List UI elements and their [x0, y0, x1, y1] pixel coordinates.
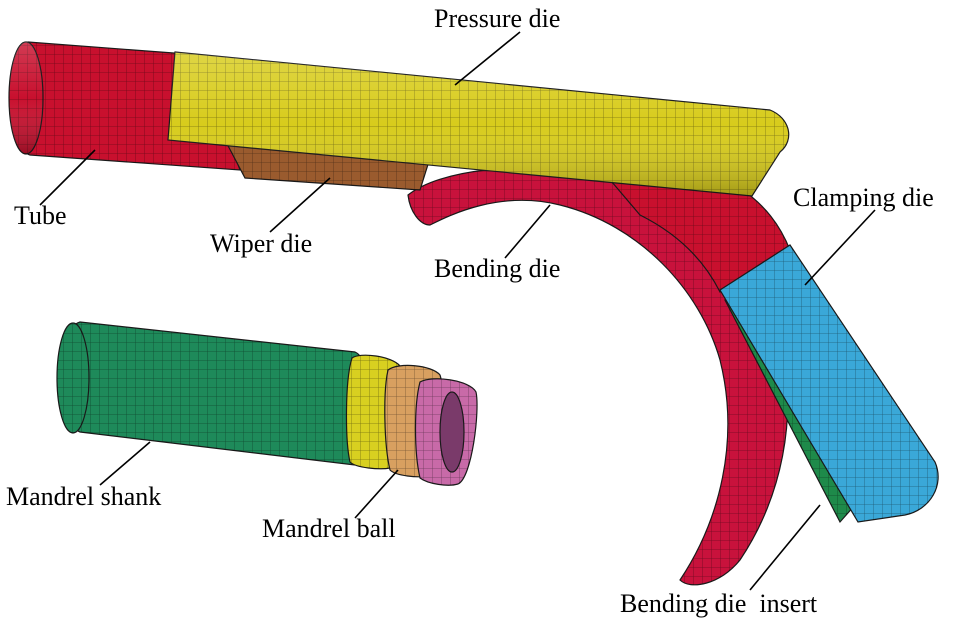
label-mandrel-ball: Mandrel ball: [262, 514, 396, 543]
leader-mandrel-ball: [354, 469, 399, 519]
label-wiper-die: Wiper die: [210, 229, 312, 258]
label-tube: Tube: [14, 201, 67, 230]
label-bending-die: Bending die: [434, 254, 560, 283]
part-labels: Pressure die Tube Wiper die Bending die …: [6, 4, 934, 618]
leader-wiper-die: [269, 177, 331, 233]
label-pressure-die: Pressure die: [434, 4, 560, 33]
wiper-die-part: [223, 139, 431, 191]
pressure-die-part: [167, 51, 790, 197]
label-clamping-die: Clamping die: [793, 183, 934, 212]
label-mandrel-shank: Mandrel shank: [6, 482, 161, 511]
leader-lines: [39, 31, 876, 591]
mandrel-assembly: [56, 321, 478, 486]
leader-mandrel-shank: [99, 441, 151, 486]
leader-pressure-die: [454, 31, 521, 86]
label-bending-die-insert: Bending die insert: [620, 589, 818, 618]
leader-clamping-die: [804, 209, 876, 286]
leader-bending-die-insert: [749, 504, 821, 591]
leader-bending-die: [504, 204, 551, 259]
leader-tube: [39, 149, 96, 206]
clamping-die-part: [719, 244, 939, 523]
